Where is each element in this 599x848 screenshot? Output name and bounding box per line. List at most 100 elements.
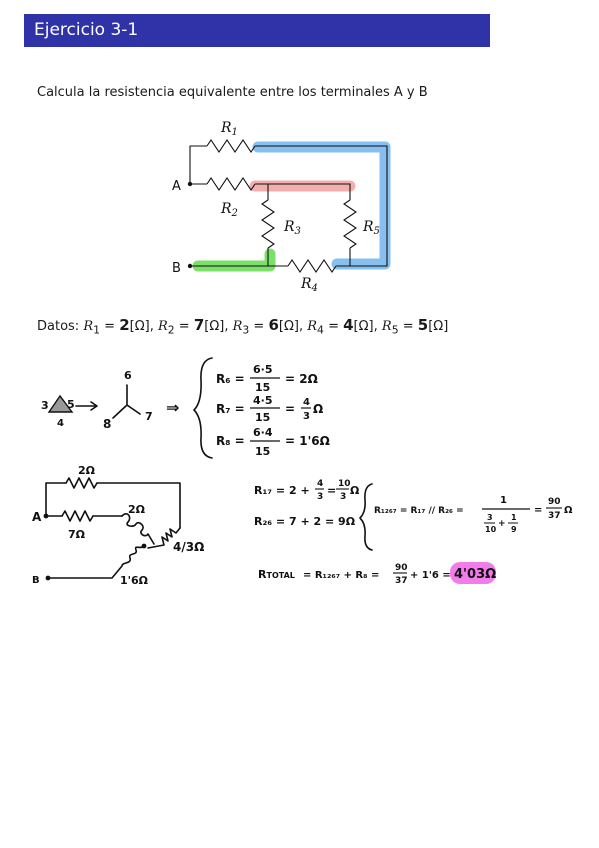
r17-eq: = xyxy=(327,484,336,497)
total-plus: + 1'6 = xyxy=(410,570,451,581)
reduced-a-dot xyxy=(43,513,49,519)
calc-brace xyxy=(359,483,373,551)
r4-unit: [Ω], xyxy=(353,319,382,334)
r1-label: R1 xyxy=(220,120,238,138)
terminal-a-dot xyxy=(187,181,193,187)
parallel-calculation: R₁₂₆₇ = R₁₇ // R₂₆ = 1 3 10 + 1 9 = 90 3… xyxy=(374,495,573,534)
reduced-r-bottom xyxy=(47,545,145,579)
r3-value: 6 xyxy=(268,316,279,334)
r3-label: R3 xyxy=(283,219,301,237)
r5-unit: [Ω] xyxy=(428,319,449,334)
reduced-r-top-label: 2Ω xyxy=(78,464,96,477)
r1-sub: 1 xyxy=(93,323,101,337)
star-shape xyxy=(112,384,141,419)
r2-value: 7 xyxy=(193,316,205,334)
page-title-text: Ejercicio 3-1 xyxy=(34,20,139,40)
terminal-b-label: B xyxy=(172,261,181,276)
resistor-r1 xyxy=(206,139,256,153)
r2-label: R2 xyxy=(220,201,238,219)
total-calculation: RTOTAL = R₁₂₆₇ + R₈ = 90 37 + 1'6 = 4'03… xyxy=(258,562,496,586)
r5-value: 5 xyxy=(417,316,429,334)
r1-eq: = xyxy=(100,319,120,334)
parallel-res-unit: Ω xyxy=(564,505,573,516)
r7-result-den: 3 xyxy=(303,411,310,422)
wire-r4-right xyxy=(336,264,388,267)
r1-name: R xyxy=(83,319,94,334)
r17-num: 10 xyxy=(338,479,351,489)
transform-arrow xyxy=(75,401,98,411)
left-brace xyxy=(193,357,213,459)
r17-lhs: R₁₇ = 2 + xyxy=(254,484,310,497)
r6-result: = 2Ω xyxy=(285,372,318,386)
total-frac-num: 90 xyxy=(395,563,408,573)
r2-sub: 2 xyxy=(167,323,175,337)
reduced-b-label: B xyxy=(32,575,40,586)
reduced-r-top xyxy=(65,477,98,489)
datos-label: Datos: xyxy=(37,319,80,334)
reduced-r-mid xyxy=(121,513,155,545)
datos-line: Datos: R1 = 2[Ω], R2 = 7[Ω], R3 = 6[Ω], … xyxy=(37,316,448,337)
r1-value: 2 xyxy=(119,316,130,334)
r3-unit: [Ω], xyxy=(278,319,308,334)
r7-num: 4·5 xyxy=(253,394,273,407)
wire-r2-right xyxy=(255,183,351,200)
reduced-a-label: A xyxy=(32,510,42,524)
r7-result-eq: = xyxy=(285,402,295,416)
reduced-r-right xyxy=(147,527,181,549)
problem-statement: Calcula la resistencia equivalente entre… xyxy=(37,85,428,100)
main-circuit: A B R1 R2 R3 R4 R5 xyxy=(172,120,391,294)
r7-result-unit: Ω xyxy=(313,402,323,416)
r4-value: 4 xyxy=(343,316,354,334)
r5-eq: = xyxy=(398,319,418,334)
parallel-res-den: 37 xyxy=(548,511,561,521)
reduced-r-mid-label: 2Ω xyxy=(128,503,146,516)
parallel-num: 1 xyxy=(500,495,507,506)
reduced-b-dot xyxy=(45,575,51,581)
reduced-r-bottom-label: 1'6Ω xyxy=(120,574,149,587)
r26-equation: R₂₆ = 7 + 2 = 9Ω xyxy=(254,515,356,528)
r17-den: 3 xyxy=(340,492,346,502)
r5-name: R xyxy=(381,319,392,334)
terminal-a-label: A xyxy=(172,179,181,194)
r8-num: 6·4 xyxy=(253,426,273,439)
r7-den: 15 xyxy=(255,411,270,424)
parallel-a-num: 3 xyxy=(487,513,493,522)
r7-result-num: 4 xyxy=(303,397,310,408)
highlight-green xyxy=(192,248,276,272)
r7-lhs: R₇ = xyxy=(216,402,245,416)
r8-den: 15 xyxy=(255,445,270,458)
parallel-lhs: R₁₂₆₇ = R₁₇ // R₂₆ = xyxy=(374,506,464,516)
r3-name: R xyxy=(232,319,243,334)
r5-label: R5 xyxy=(362,219,380,237)
parallel-eq: = xyxy=(534,505,542,516)
r17-frac-num: 4 xyxy=(317,479,323,489)
terminal-b-dot xyxy=(187,263,193,269)
delta-label-bottom: 4 xyxy=(57,418,64,429)
total-result-highlight xyxy=(450,562,496,584)
r17-frac-den: 3 xyxy=(317,492,323,502)
r1-unit: [Ω], xyxy=(129,319,158,334)
total-frac-den: 37 xyxy=(395,576,408,586)
page-title: Ejercicio 3-1 xyxy=(24,14,490,47)
total-lhs: RTOTAL xyxy=(258,568,295,581)
r5-sub: 5 xyxy=(391,323,399,337)
delta-triangle xyxy=(47,394,74,413)
r6-lhs: R₆ = xyxy=(216,372,245,386)
parallel-a-den: 10 xyxy=(485,525,497,534)
r4-name: R xyxy=(307,319,318,334)
star-label-top: 6 xyxy=(124,369,132,382)
r3-eq: = xyxy=(249,319,269,334)
delta-label-left: 3 xyxy=(41,399,49,412)
wire-r1-left xyxy=(189,145,207,184)
parallel-b-den: 9 xyxy=(511,525,517,534)
r6-den: 15 xyxy=(255,381,270,394)
r4-eq: = xyxy=(323,319,344,334)
wire-r1-right xyxy=(255,145,388,265)
star-label-left: 8 xyxy=(103,417,111,431)
implies-symbol: ⇒ xyxy=(166,398,179,417)
parallel-plus: + xyxy=(498,519,506,529)
resistor-r2 xyxy=(206,177,256,191)
delta-star-sketch: 3 5 4 6 7 8 ⇒ R₆ = 6·5 15 = 2Ω R₇ = 4·5 … xyxy=(41,357,330,459)
reduced-top-wire xyxy=(45,482,67,517)
star-label-right: 7 xyxy=(145,410,153,423)
